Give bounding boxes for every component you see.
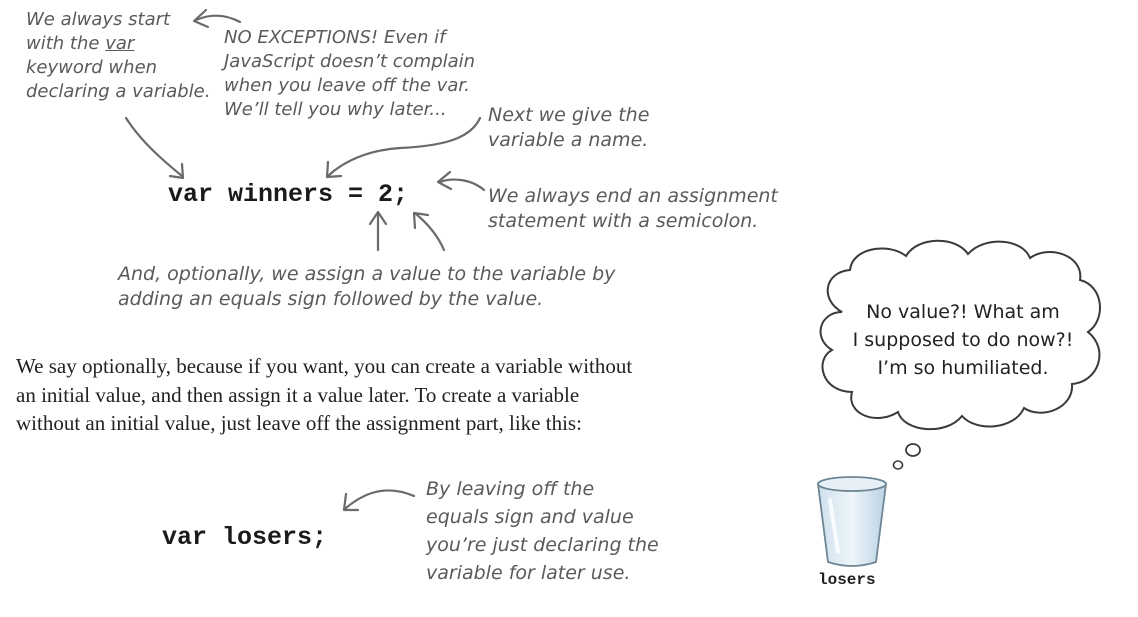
note-no-exceptions: NO EXCEPTIONS! Even if JavaScript doesn’… [224, 26, 475, 122]
note-line: with the var [26, 33, 135, 54]
note-line: variable a name. [488, 129, 649, 151]
note-line: when you leave off the var. [224, 75, 470, 96]
note-variable-name: Next we give the variable a name. [488, 103, 649, 153]
cup-label: losers [818, 571, 876, 589]
note-line: variable for later use. [426, 562, 631, 584]
note-declaring-only: By leaving off the equals sign and value… [426, 475, 659, 587]
note-line: keyword when [26, 57, 158, 78]
arrow-to-var-keyword [124, 116, 184, 178]
var-keyword: var [105, 33, 135, 54]
arrow-to-var-note [194, 14, 242, 24]
arrow-to-value [414, 212, 446, 252]
note-line: you’re just declaring the [426, 534, 659, 556]
note-line: And, optionally, we assign a value to th… [118, 263, 616, 285]
thought-bubble [819, 239, 1101, 430]
arrow-to-variable-name [326, 116, 482, 178]
note-line: adding an equals sign followed by the va… [118, 288, 544, 310]
bubble-line: No value?! What am [866, 301, 1060, 323]
note-line: NO EXCEPTIONS! Even if [224, 27, 446, 48]
note-line: Next we give the [488, 104, 650, 126]
note-line: JavaScript doesn’t complain [224, 51, 476, 72]
bubble-line: I’m so humiliated. [877, 357, 1049, 379]
note-line: statement with a semicolon. [488, 210, 759, 232]
cup-icon [816, 476, 888, 567]
paragraph-line: an initial value, and then assign it a v… [16, 382, 580, 407]
paragraph-line: without an initial value, just leave off… [16, 411, 582, 435]
note-line: equals sign and value [426, 506, 634, 528]
paragraph-line: We say optionally, because if you want, … [16, 354, 633, 378]
note-line: We’ll tell you why later... [224, 99, 447, 120]
note-semicolon: We always end an assignment statement wi… [488, 184, 778, 234]
note-line: By leaving off the [426, 478, 595, 500]
bubble-line: I supposed to do now?! [852, 329, 1074, 351]
note-line: We always start [26, 9, 171, 30]
thought-bubble-text: No value?! What am I supposed to do now?… [843, 298, 1083, 382]
code-assignment: var winners = 2; [168, 180, 409, 209]
code-declaration: var losers; [162, 523, 328, 552]
body-paragraph: We say optionally, because if you want, … [16, 352, 736, 438]
note-assign-value: And, optionally, we assign a value to th… [118, 262, 615, 312]
note-var-keyword: We always start with the var keyword whe… [26, 8, 210, 104]
arrow-to-declaration [344, 489, 416, 510]
arrow-to-semicolon [438, 178, 486, 192]
note-line: declaring a variable. [26, 81, 211, 102]
note-line: We always end an assignment [488, 185, 778, 207]
